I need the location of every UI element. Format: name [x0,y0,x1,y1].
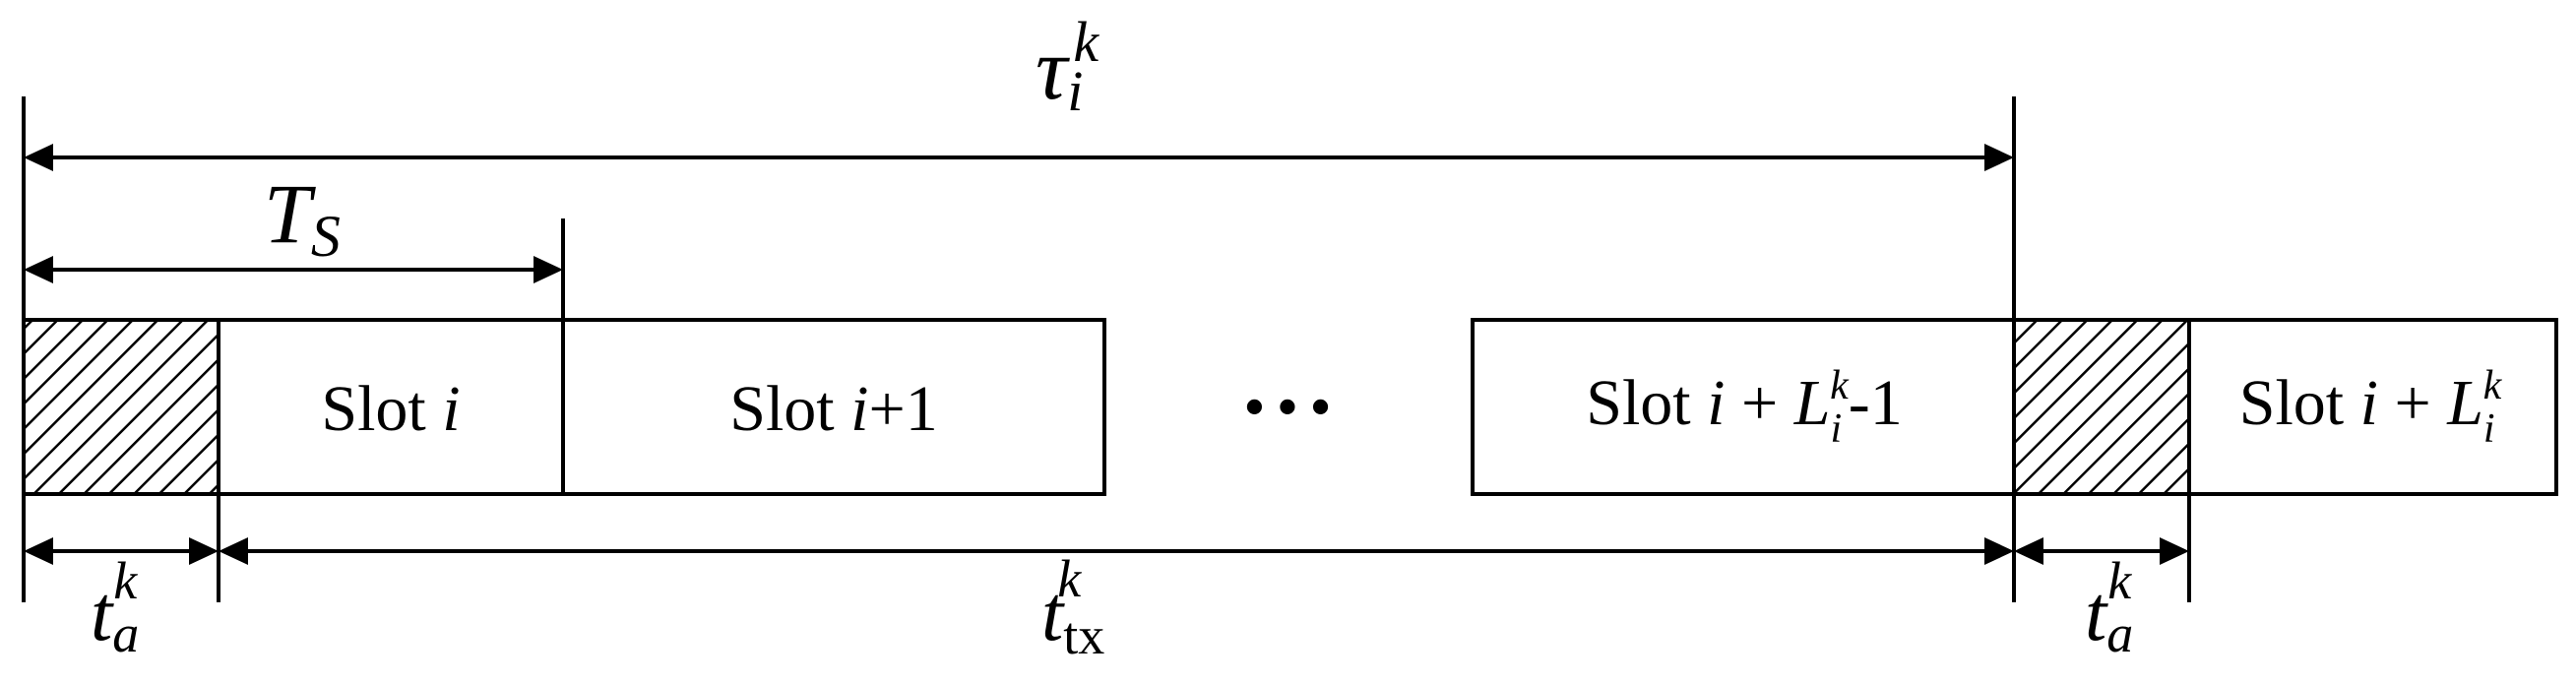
slot-label-3: Slot i + Lik-1 [1586,363,1903,452]
slot-box-3 [1471,318,2016,496]
slot-label-1: Slot i [321,373,460,445]
ttx-dimension-arrow [219,537,2014,565]
tau-label: τik [1036,10,1100,123]
ellipsis: • • • [1245,377,1331,438]
ta-dimension-arrow-right [2014,537,2189,565]
ta-label-left: tak [91,551,139,663]
ta-dimension-arrow-left [24,537,219,565]
tau-dimension-arrow [24,144,2014,171]
slot-label-2: Slot i+1 [729,373,937,445]
ta-label-right: tak [2085,551,2133,663]
ts-label: TS [264,166,341,269]
access-period-box-1 [22,318,220,496]
ttx-label: ttxk [1041,549,1104,665]
ts-dimension-arrow [24,256,563,283]
slot-box-4 [2187,318,2558,496]
slot-box-2 [561,318,1106,496]
access-period-box-2 [2012,318,2191,496]
slot-label-4: Slot i + Lik [2239,363,2503,452]
